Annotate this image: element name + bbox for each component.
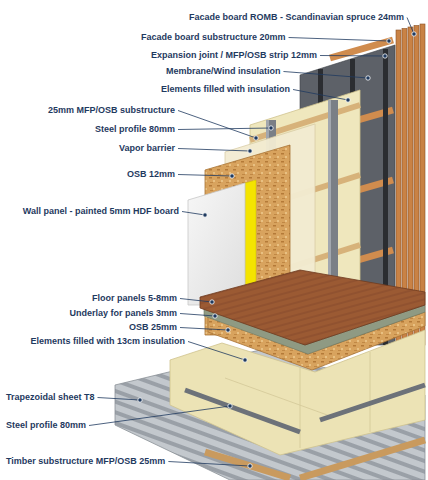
part-label: Facade board substructure 20mm bbox=[140, 32, 287, 43]
leader-dot bbox=[269, 126, 273, 130]
part-label: Steel profile 80mm bbox=[94, 124, 176, 135]
leader-dot bbox=[383, 54, 387, 58]
leader-dot bbox=[230, 174, 234, 178]
leader-line bbox=[182, 212, 205, 216]
part-label: Vapor barrier bbox=[118, 143, 176, 154]
leader-dot bbox=[138, 398, 142, 402]
leader-line bbox=[180, 299, 212, 303]
leader-dot bbox=[346, 98, 350, 102]
part-label: Expansion joint / MFP/OSB strip 12mm bbox=[150, 50, 318, 61]
leader-line bbox=[289, 38, 389, 42]
part-label: OSB 12mm bbox=[126, 169, 176, 180]
part-label: Membrane/Wind insulation bbox=[165, 66, 281, 77]
leader-line bbox=[98, 398, 140, 401]
leader-line bbox=[180, 314, 215, 317]
floor-panels bbox=[200, 270, 425, 345]
part-label: Elements filled with 13cm insulation bbox=[29, 336, 186, 347]
hdf-panel bbox=[188, 183, 245, 305]
leader-dot bbox=[243, 358, 247, 362]
leader-line bbox=[283, 72, 368, 79]
leader-dot bbox=[213, 314, 217, 318]
leader-line bbox=[178, 175, 232, 177]
leader-line bbox=[188, 342, 245, 361]
part-label: Timber substructure MFP/OSB 25mm bbox=[5, 456, 166, 467]
leader-line bbox=[180, 328, 228, 331]
leader-line bbox=[178, 111, 256, 139]
timber-substructure bbox=[205, 452, 290, 478]
leader-dot bbox=[248, 464, 252, 468]
leader-line bbox=[168, 462, 250, 467]
leader-dot bbox=[210, 300, 214, 304]
leader-line bbox=[407, 18, 414, 35]
part-label: Underlay for panels 3mm bbox=[68, 308, 178, 319]
leader-dot bbox=[254, 136, 258, 140]
leader-dot bbox=[226, 328, 230, 332]
part-label: Facade board ROMB - Scandinavian spruce … bbox=[188, 12, 405, 23]
part-label: Wall panel - painted 5mm HDF board bbox=[22, 206, 180, 217]
leader-line bbox=[178, 128, 271, 130]
timber-substructure bbox=[300, 440, 425, 478]
part-label: Steel profile 80mm bbox=[5, 420, 87, 431]
leader-dot bbox=[387, 39, 391, 43]
floor-steel-profiles bbox=[185, 385, 425, 432]
part-label: OSB 25mm bbox=[128, 322, 178, 333]
part-label: Floor panels 5-8mm bbox=[91, 293, 178, 304]
leader-dot bbox=[228, 404, 232, 408]
leader-dot bbox=[412, 32, 416, 36]
part-label: Elements filled with insulation bbox=[160, 84, 291, 95]
leader-line bbox=[89, 406, 230, 426]
leader-line bbox=[293, 90, 348, 101]
leader-line bbox=[320, 55, 385, 57]
part-label: Trapezoidal sheet T8 bbox=[5, 392, 96, 403]
leader-line bbox=[178, 149, 250, 152]
part-label: 25mm MFP/OSB substructure bbox=[47, 105, 176, 116]
leader-dot bbox=[366, 76, 370, 80]
leader-dot bbox=[203, 213, 207, 217]
leader-dot bbox=[248, 149, 252, 153]
